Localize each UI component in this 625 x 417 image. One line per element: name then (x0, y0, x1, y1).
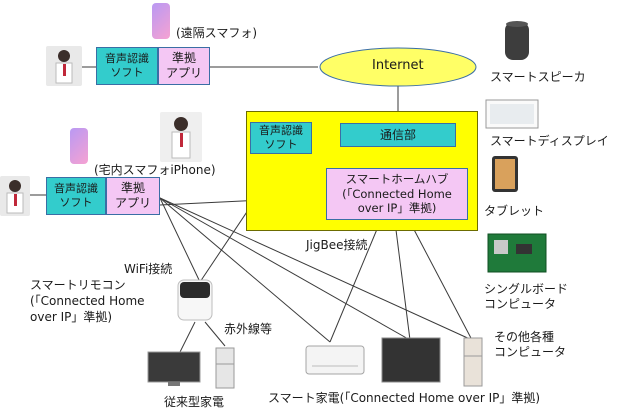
legacy-fridge-icon (215, 347, 235, 389)
other-computers-label: その他各種 コンピュータ (494, 330, 567, 359)
home-phone-label: (宅内スマフォiPhone) (94, 163, 216, 177)
smart-aircon-icon (305, 345, 365, 375)
single-board-computer-label: シングルボード コンピュータ (484, 282, 569, 311)
communication-unit: 通信部 (340, 123, 456, 147)
single-board-computer-icon (487, 233, 547, 273)
tablet-icon (492, 156, 518, 192)
smart-home-hub: スマートホームハブ (「Connected Home over IP」準拠) (326, 168, 468, 220)
hub-voice-software: 音声認識 ソフト (250, 122, 312, 154)
remote-phone-icon (152, 3, 170, 39)
remote-voice-software: 音声認識 ソフト (96, 47, 158, 85)
smart-display-label: スマートディスプレイ (490, 134, 609, 148)
hub-user-photo (160, 112, 202, 162)
internet-cloud (319, 47, 477, 87)
smart-remote-label: スマートリモコン (「Connected Home over IP」準拠) (30, 278, 145, 325)
home-compliant-app: 準拠 アプリ (106, 177, 160, 215)
infrared-label: 赤外線等 (224, 322, 273, 336)
smart-appliance-label: スマート家電(「Connected Home over IP」準拠) (268, 391, 541, 405)
wifi-label: WiFi接続 (124, 262, 173, 276)
internet-label: Internet (372, 58, 424, 73)
smart-tv-icon (381, 337, 441, 383)
jigbee-label: JigBee接続 (306, 238, 368, 252)
legacy-tv-icon (147, 351, 201, 386)
smart-display-icon (485, 99, 539, 129)
smart-speaker-label: スマートスピーカ (490, 70, 586, 84)
tablet-label: タブレット (484, 204, 545, 218)
remote-compliant-app: 準拠 アプリ (158, 47, 210, 85)
home-phone-icon (70, 128, 88, 164)
legacy-appliance-label: 従来型家電 (164, 395, 225, 409)
remote-user-photo (46, 46, 82, 86)
smart-speaker-icon (505, 21, 529, 60)
remote-phone-label: (遠隔スマフォ) (176, 26, 258, 40)
home-voice-software: 音声認識 ソフト (46, 177, 106, 215)
home-user-photo (0, 176, 30, 216)
smart-fridge-icon (463, 337, 483, 387)
smart-remote-device (177, 279, 213, 321)
